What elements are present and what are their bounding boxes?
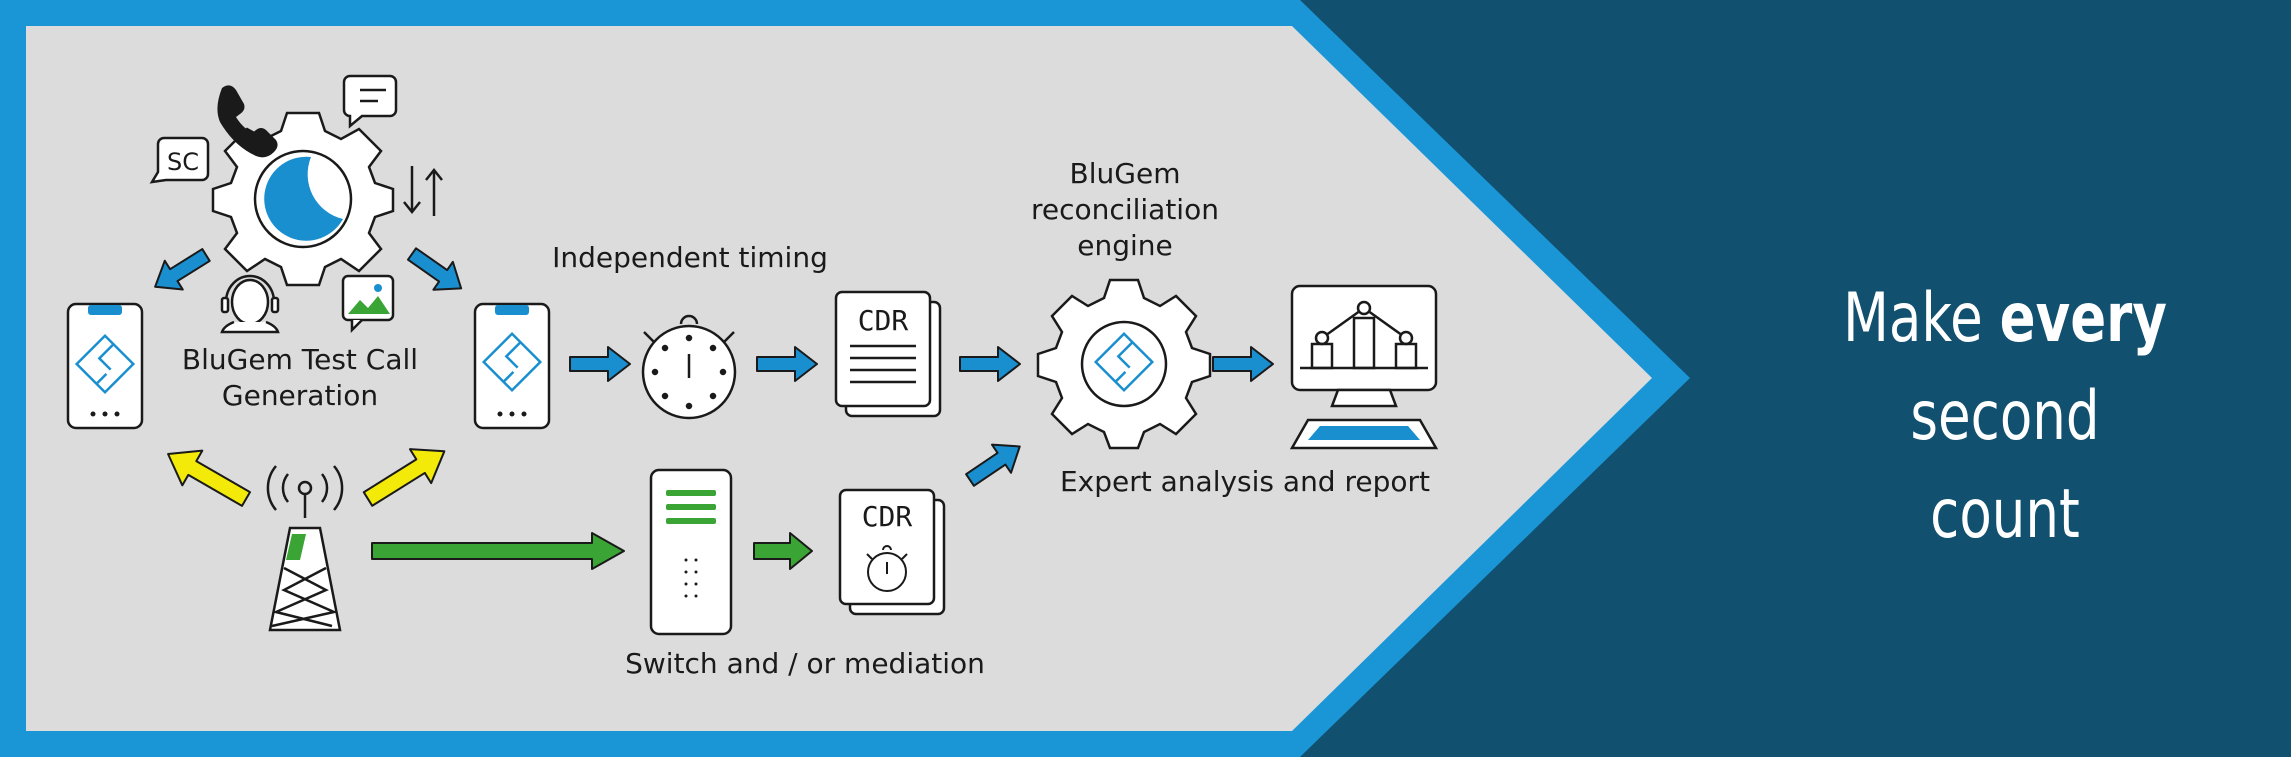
gear-icon [1036, 278, 1212, 450]
headline-line-2: count [1930, 475, 2080, 554]
headline: Make every second count [1767, 270, 2243, 564]
label-line: BluGem Test Call [181, 343, 419, 376]
headset-agent-icon [220, 274, 280, 334]
smartphone-icon [473, 302, 551, 430]
label-line: reconciliation [1031, 193, 1219, 226]
stopwatch-icon [641, 314, 737, 420]
image-message-icon [341, 274, 395, 334]
cdr-label: CDR [862, 500, 913, 533]
expert-analysis-label: Expert analysis and report [1059, 465, 1430, 498]
arrow-tower-to-switch [371, 532, 625, 570]
arrow-switch-to-cdr [753, 532, 813, 570]
cdr-document-icon: CDR [838, 488, 946, 616]
label-line: engine [1077, 229, 1173, 262]
headline-line-1: Make every second [1767, 270, 2243, 466]
sms-icon-text: SC [167, 148, 199, 176]
headline-text: Make [1843, 279, 2000, 358]
sms-icon: SC [149, 136, 210, 184]
monitor-chart-icon [1289, 284, 1439, 450]
independent-timing-label: Independent timing [552, 241, 828, 274]
test-call-generation-label: BluGem Test Call Generation [170, 342, 430, 414]
cdr-label: CDR [858, 304, 909, 337]
switch-mediation-label: Switch and / or mediation [625, 647, 985, 680]
stopwatch-icon [866, 545, 908, 592]
cdr-document-icon: CDR [834, 290, 942, 418]
phone-icon [217, 85, 278, 158]
label-line: Generation [221, 379, 379, 412]
reconciliation-engine-label: BluGem reconciliation engine [1000, 156, 1250, 264]
headline-text: second [1910, 377, 2100, 456]
arrow-tower-to-left-phone [167, 449, 251, 507]
smartphone-icon [66, 302, 144, 430]
server-icon [649, 468, 733, 636]
label-line: BluGem [1069, 157, 1181, 190]
headline-emphasis: every [1999, 279, 2167, 358]
data-transfer-icon [403, 166, 443, 216]
arrow-tower-to-right-phone [362, 448, 446, 507]
cell-tower-icon [266, 465, 344, 632]
chat-icon [342, 74, 398, 129]
